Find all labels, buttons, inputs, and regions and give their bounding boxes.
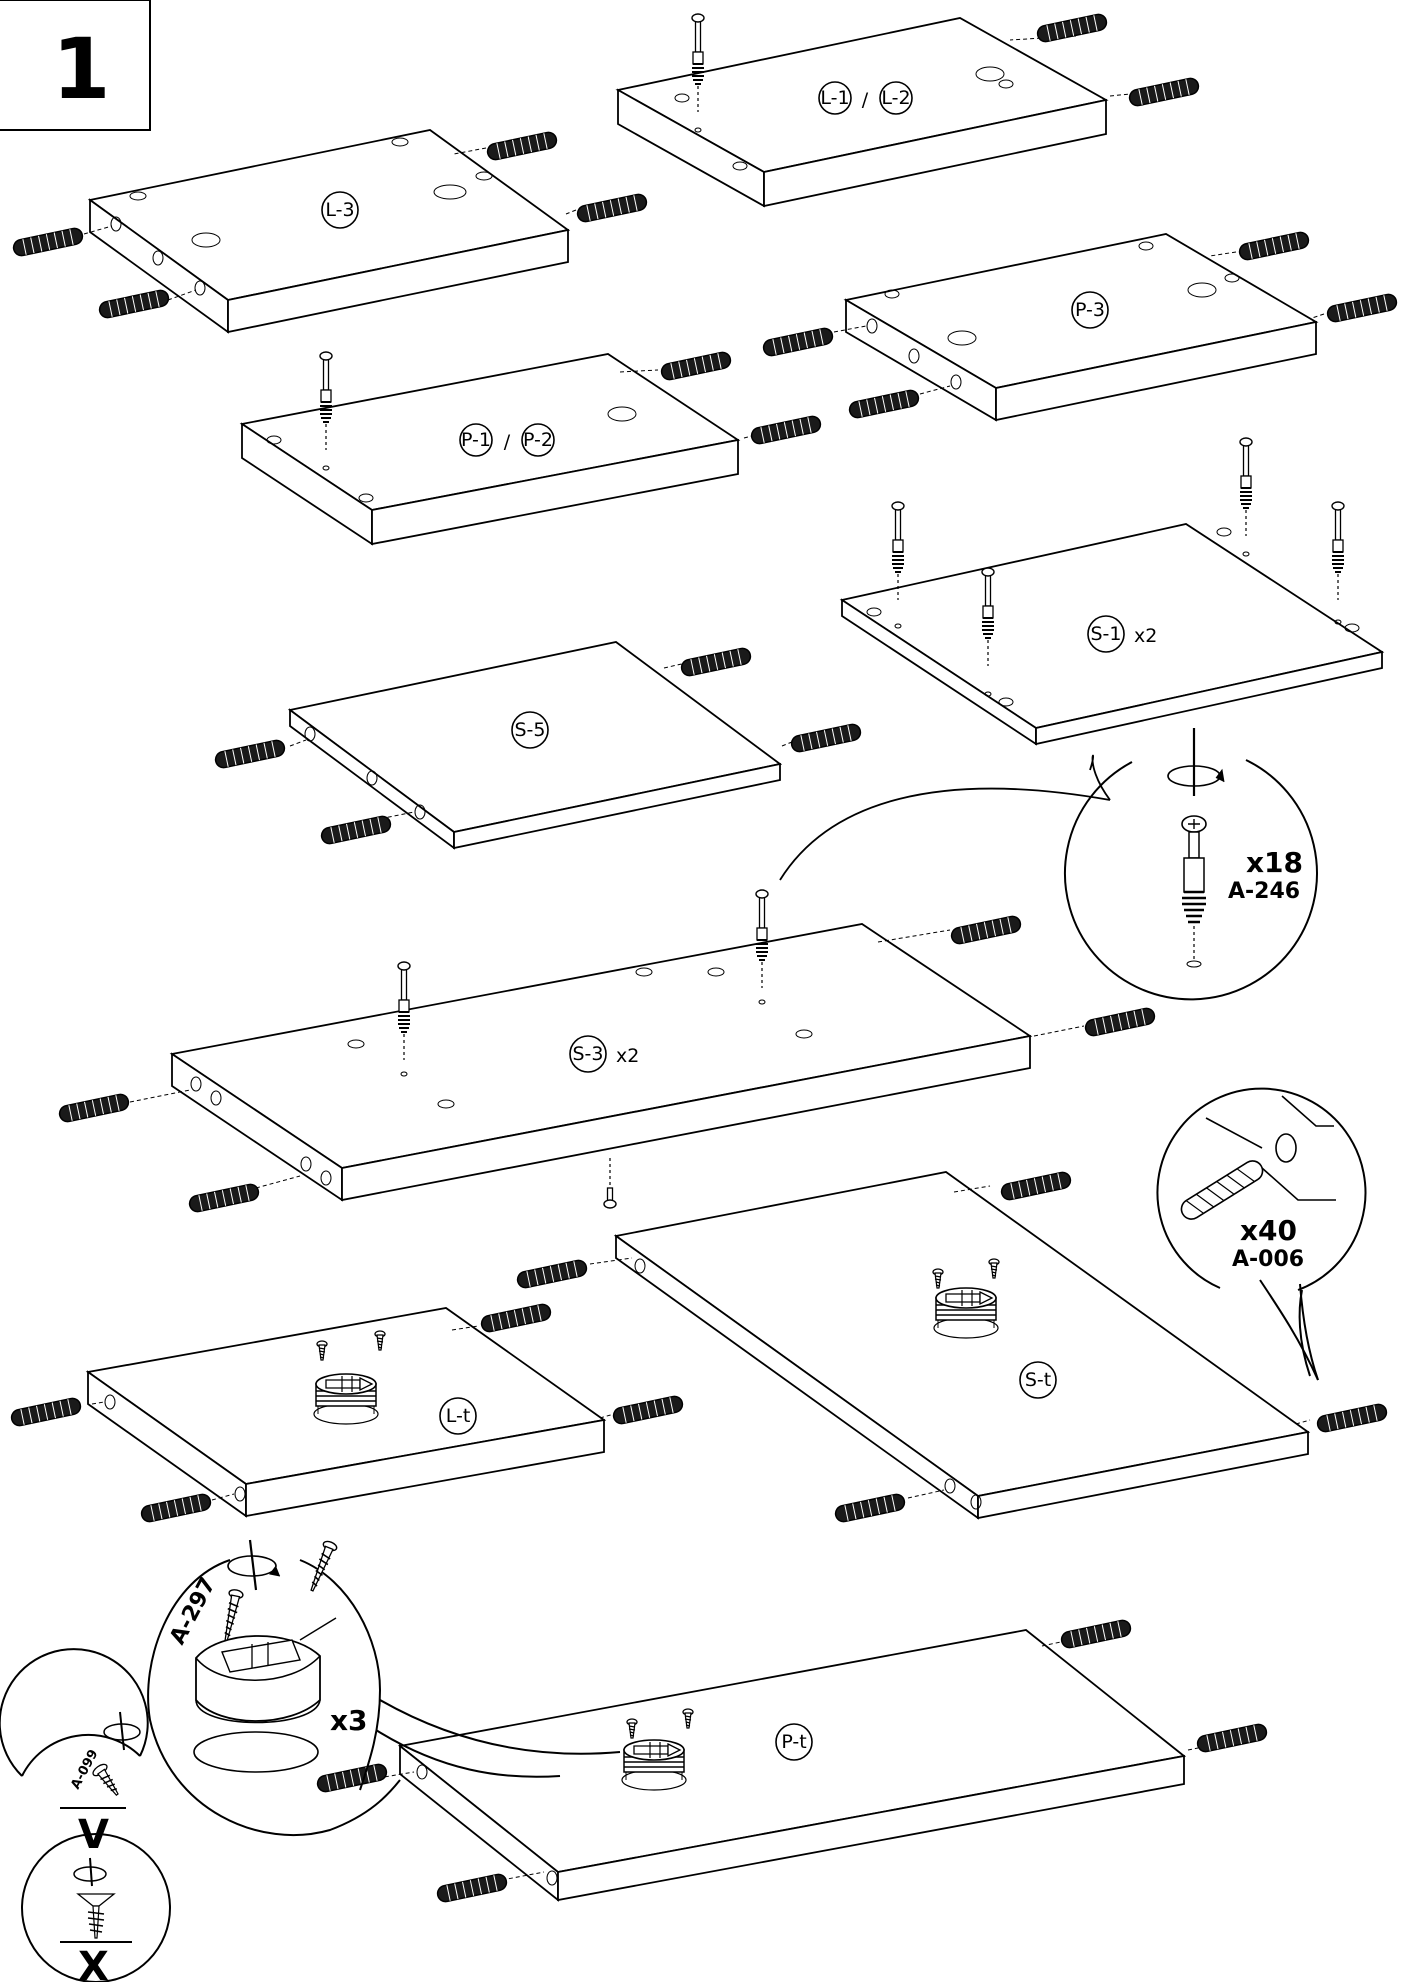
part-quantity: x2	[1134, 625, 1157, 647]
part-label: P-2	[523, 429, 553, 451]
part-quantity: x2	[616, 1045, 639, 1067]
panel-st: S-t	[515, 1170, 1389, 1524]
svg-text:/: /	[504, 431, 511, 453]
panel-s5: S-5	[213, 641, 863, 850]
part-label: L-1	[820, 87, 849, 109]
part-label: L-3	[325, 199, 354, 221]
callout-count: x18	[1246, 846, 1303, 879]
callout-count: x40	[1240, 1214, 1297, 1247]
callout-code: A-006	[1232, 1247, 1304, 1272]
callout-code: A-297	[165, 1573, 221, 1648]
panel-s1: S-1 x2	[839, 437, 1385, 746]
callout-dowel: x40 A-006	[1156, 1087, 1367, 1381]
step-number-box: 1	[0, 0, 151, 131]
part-label: L-t	[446, 1405, 471, 1427]
part-label: S-t	[1025, 1369, 1051, 1391]
panel-s3: S-3 x2	[57, 889, 1157, 1214]
part-label: S-5	[514, 719, 545, 741]
callout-cam-bolt: x18 A-246	[779, 728, 1318, 1001]
callout-screw-wrong: X	[21, 1833, 171, 1982]
part-label: P-3	[1075, 299, 1105, 321]
part-label: P-1	[461, 429, 491, 451]
panel-p3: P-3	[761, 230, 1399, 422]
part-label: S-1	[1090, 623, 1121, 645]
callout-code: A-246	[1228, 879, 1300, 904]
panel-l1-l2: L-1 / L-2	[615, 12, 1201, 208]
callout-count: x3	[330, 1704, 368, 1737]
part-label: S-3	[572, 1043, 603, 1065]
svg-text:/: /	[862, 89, 869, 111]
callout-screw-correct: A-099 V	[0, 1648, 149, 1858]
part-label: L-2	[881, 87, 910, 109]
panel-lt: L-t	[9, 1302, 685, 1524]
panel-pt: P-t	[315, 1618, 1269, 1904]
panel-p1-p2: P-1 / P-2	[239, 350, 823, 546]
part-label: P-t	[781, 1731, 806, 1753]
wrong-mark: X	[78, 1944, 109, 1982]
step-number: 1	[52, 20, 110, 118]
panel-l3: L-3	[11, 129, 649, 334]
